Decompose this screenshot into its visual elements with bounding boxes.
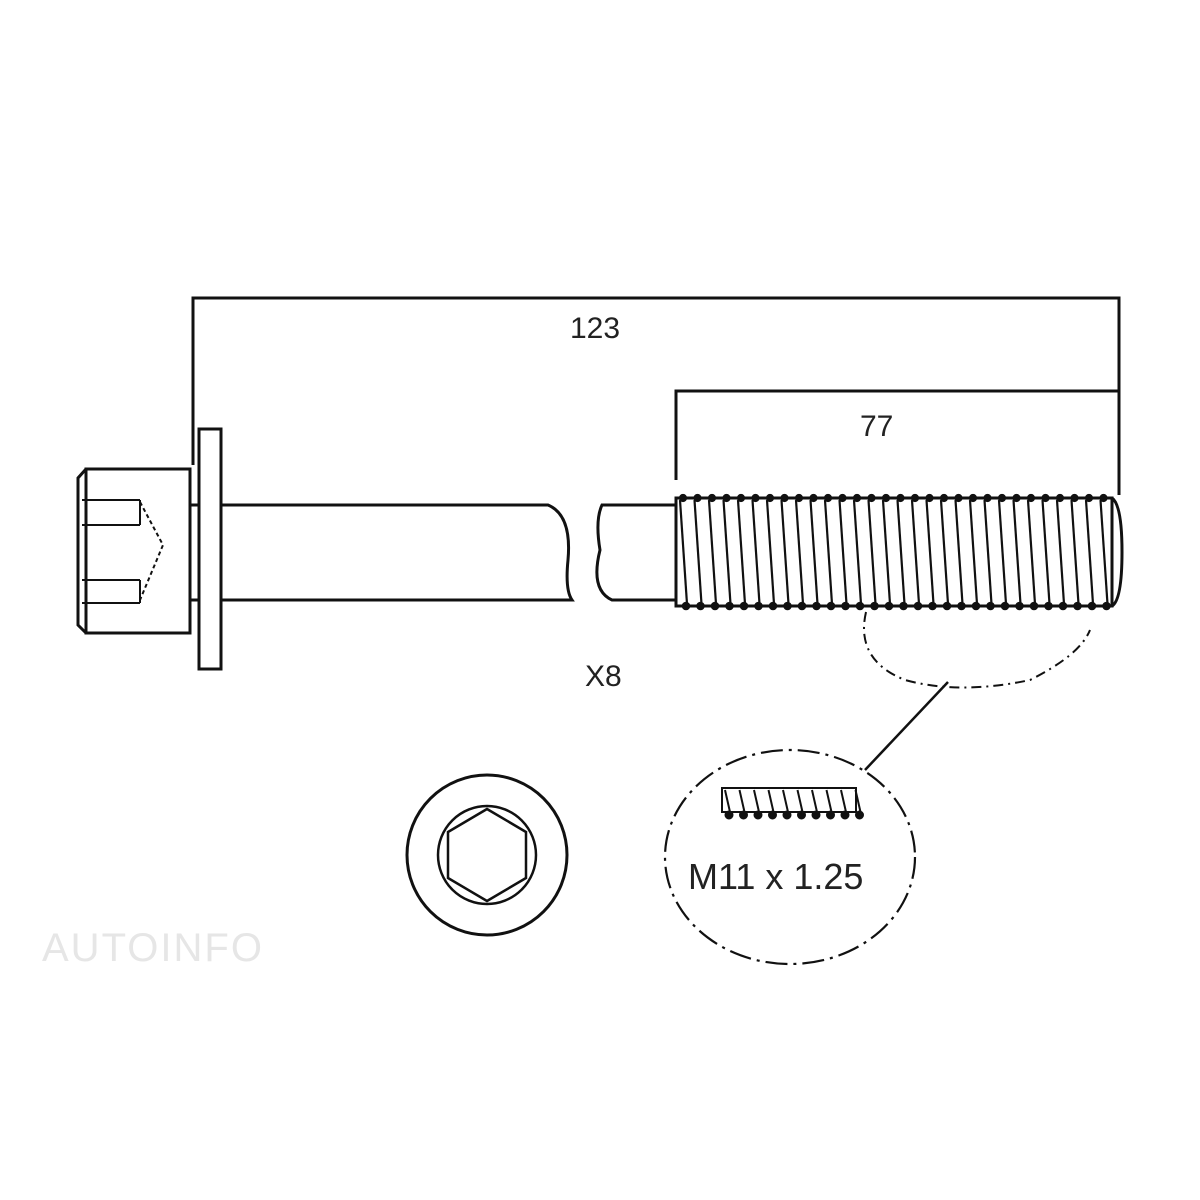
shank-left — [221, 503, 575, 602]
quantity-label: X8 — [585, 660, 622, 693]
shank-right — [595, 503, 676, 602]
threaded-section — [674, 496, 1124, 608]
overall-length-label: 123 — [570, 312, 621, 345]
dimension-line-overall — [191, 296, 1121, 495]
watermark-logo: AUTOINFO — [42, 926, 264, 970]
washer-flange — [197, 427, 223, 671]
detail-leader-line — [864, 681, 949, 771]
dimension-line-thread — [674, 389, 1119, 480]
bolt-head — [76, 467, 192, 635]
head-end-view — [405, 773, 569, 937]
detail-callout-arc — [863, 611, 1091, 689]
detail-callout-circle — [663, 748, 917, 966]
thread-spec-label: M11 x 1.25 — [688, 856, 864, 897]
detail-thread-sample — [721, 787, 864, 820]
thread-length-label: 77 — [860, 410, 894, 443]
thread-pattern — [678, 493, 1111, 611]
